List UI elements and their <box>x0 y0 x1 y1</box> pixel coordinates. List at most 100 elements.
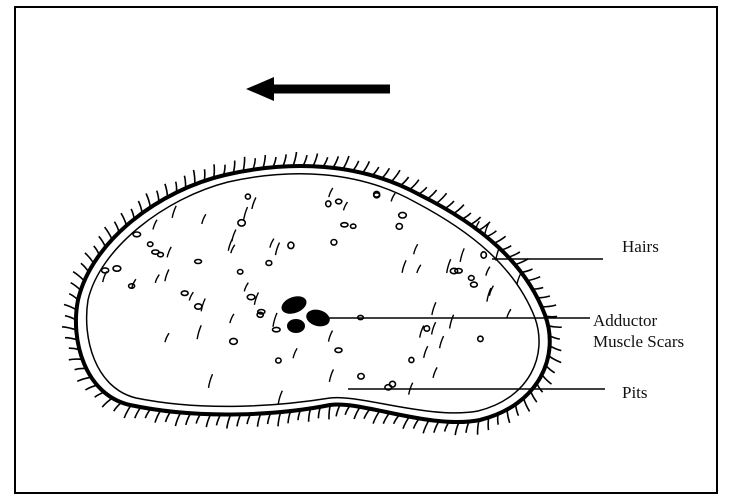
hair-stroke <box>85 385 97 390</box>
hair-stroke <box>436 193 446 203</box>
hair-stroke <box>176 182 177 193</box>
surface-hair-mark <box>402 260 406 273</box>
adductor-muscle-scars-label: Adductor Muscle Scars <box>593 310 684 353</box>
hair-stroke <box>488 418 489 431</box>
pit-mark <box>273 327 281 331</box>
hair-stroke <box>542 375 552 385</box>
hair-stroke <box>99 236 106 247</box>
pit-mark <box>478 336 483 341</box>
hair-stroke <box>329 405 330 420</box>
hair-stroke <box>165 184 168 197</box>
hair-stroke <box>470 217 480 225</box>
surface-hair-mark <box>329 331 333 342</box>
hair-stroke <box>343 156 349 169</box>
hair-stroke <box>333 156 338 167</box>
surface-hair-mark <box>189 292 193 300</box>
surface-hair-mark <box>273 313 277 327</box>
surface-hair-mark <box>165 270 169 282</box>
hair-stroke <box>545 316 557 317</box>
hair-stroke <box>531 391 537 402</box>
pit-mark <box>257 312 263 317</box>
hair-stroke <box>227 415 231 429</box>
hair-stroke <box>516 404 519 415</box>
hair-stroke <box>214 164 215 178</box>
surface-hair-mark <box>507 309 511 318</box>
hair-stroke <box>69 294 78 300</box>
pit-mark <box>152 250 159 254</box>
pit-mark <box>335 348 342 353</box>
hair-stroke <box>462 213 471 219</box>
surface-hair-mark <box>329 369 333 382</box>
surface-hair-mark <box>420 326 424 338</box>
pit-mark <box>469 276 475 281</box>
hair-stroke <box>363 161 370 173</box>
hair-stroke <box>478 420 479 435</box>
hair-stroke <box>445 201 454 209</box>
hair-stroke <box>546 365 555 373</box>
hair-stroke <box>71 283 81 291</box>
pit-mark <box>238 270 243 275</box>
hair-stroke <box>403 417 409 429</box>
pit-mark <box>247 295 255 300</box>
pit-mark <box>351 224 356 228</box>
hair-stroke <box>414 419 420 429</box>
hairs-group <box>62 152 562 435</box>
hair-stroke <box>486 231 496 237</box>
surface-hair-mark <box>167 247 171 258</box>
hair-stroke <box>524 398 530 411</box>
hairs-label: Hairs <box>622 236 659 257</box>
surface-hair-mark <box>252 198 256 210</box>
hair-stroke <box>364 409 370 419</box>
pit-mark <box>396 224 402 230</box>
pit-mark <box>331 240 337 246</box>
hair-stroke <box>102 398 112 407</box>
hair-stroke <box>94 246 100 255</box>
pit-mark <box>266 261 272 266</box>
hair-stroke <box>501 246 511 250</box>
pit-mark <box>113 266 121 271</box>
hair-stroke <box>542 305 556 307</box>
surface-hair-mark <box>450 315 454 329</box>
pit-mark <box>195 260 202 264</box>
hair-stroke <box>114 222 119 233</box>
pit-mark <box>133 232 141 237</box>
pit-mark <box>341 223 348 227</box>
pit-mark <box>471 282 478 287</box>
hair-stroke <box>527 277 540 281</box>
hair-stroke <box>313 154 318 167</box>
hair-stroke <box>507 410 510 423</box>
shell-surface-texture <box>102 188 521 404</box>
hair-stroke <box>373 411 380 424</box>
hair-stroke <box>73 272 84 281</box>
pit-mark <box>230 338 238 344</box>
pit-mark <box>326 201 331 207</box>
pits-label: Pits <box>622 382 648 403</box>
hair-stroke <box>353 161 359 171</box>
hair-stroke <box>135 407 141 418</box>
surface-hair-mark <box>230 314 234 323</box>
pit-mark <box>245 194 250 199</box>
hair-stroke <box>382 168 390 178</box>
surface-hair-mark <box>329 188 333 197</box>
surface-hair-mark <box>155 275 159 283</box>
hair-stroke <box>454 205 464 214</box>
hair-stroke <box>175 413 180 427</box>
pit-mark <box>424 326 430 331</box>
surface-hair-mark <box>293 348 297 358</box>
surface-hair-mark <box>486 267 490 276</box>
shell-outline <box>76 166 550 422</box>
surface-hair-mark <box>432 302 436 315</box>
hair-stroke <box>124 405 131 418</box>
surface-hair-mark <box>460 248 464 262</box>
hair-stroke <box>391 170 400 182</box>
hair-stroke <box>533 288 544 290</box>
pit-mark <box>276 358 281 363</box>
hair-stroke <box>146 194 150 208</box>
surface-hair-mark <box>276 243 280 256</box>
surface-hair-mark <box>433 367 437 378</box>
hair-stroke <box>114 403 122 412</box>
left-arrow-icon <box>246 77 390 101</box>
hair-stroke <box>95 392 105 397</box>
surface-hair-mark <box>202 214 206 224</box>
pit-mark <box>148 242 153 247</box>
